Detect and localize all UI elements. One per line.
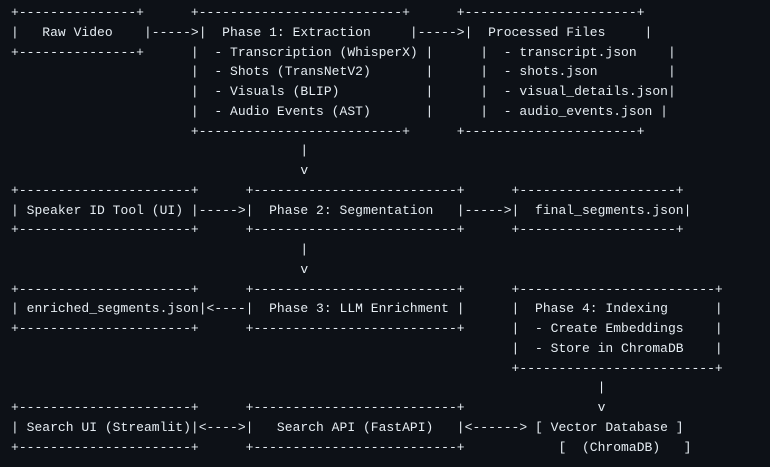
- diagram-line-segmentation: | Speaker ID Tool (UI) |----->| Phase 2:…: [11, 202, 692, 218]
- diagram-line-connector-3: |: [11, 380, 606, 396]
- diagram-line-phase1-bottom: +--------------------------+ +----------…: [11, 123, 645, 139]
- diagram-line-raw-video-to-extraction: | Raw Video |----->| Phase 1: Extraction…: [11, 24, 653, 40]
- diagram-line-create-embeddings: +----------------------+ +--------------…: [11, 321, 723, 336]
- diagram-line-arrow-2: v: [11, 261, 309, 277]
- diagram-line-audio-events: | - Audio Events (AST) | | - audio_event…: [11, 103, 668, 119]
- diagram-line-phase3-top: +----------------------+ +--------------…: [11, 281, 723, 297]
- diagram-line-phase2-bottom: +----------------------+ +--------------…: [11, 222, 684, 238]
- diagram-line-visuals: | - Visuals (BLIP) | | - visual_details.…: [11, 84, 676, 99]
- diagram-line-search-top: +----------------------+ +--------------…: [11, 400, 606, 415]
- diagram-line-search-bottom: +----------------------+ +--------------…: [11, 439, 692, 455]
- diagram-line-connector-1: |: [11, 143, 309, 159]
- diagram-line-phase4-bottom: +-------------------------+: [11, 360, 723, 376]
- diagram-line-store-chromadb: | - Store in ChromaDB |: [11, 340, 723, 356]
- diagram-line-search: | Search UI (Streamlit)|<---->| Search A…: [11, 419, 684, 435]
- diagram-line-arrow-1: v: [11, 163, 309, 178]
- diagram-line-enrichment: | enriched_segments.json|<----| Phase 3:…: [11, 301, 723, 317]
- diagram-line-phase2-top: +----------------------+ +--------------…: [11, 182, 684, 198]
- diagram-line-shots: | - Shots (TransNetV2) | | - shots.json …: [11, 64, 676, 80]
- diagram-line-raw-video-top: +---------------+ +---------------------…: [11, 5, 645, 20]
- diagram-line-transcription: +---------------+ | - Transcription (Whi…: [11, 44, 676, 60]
- diagram-line-connector-2: |: [11, 242, 309, 257]
- ascii-pipeline-diagram: +---------------+ +---------------------…: [11, 3, 723, 457]
